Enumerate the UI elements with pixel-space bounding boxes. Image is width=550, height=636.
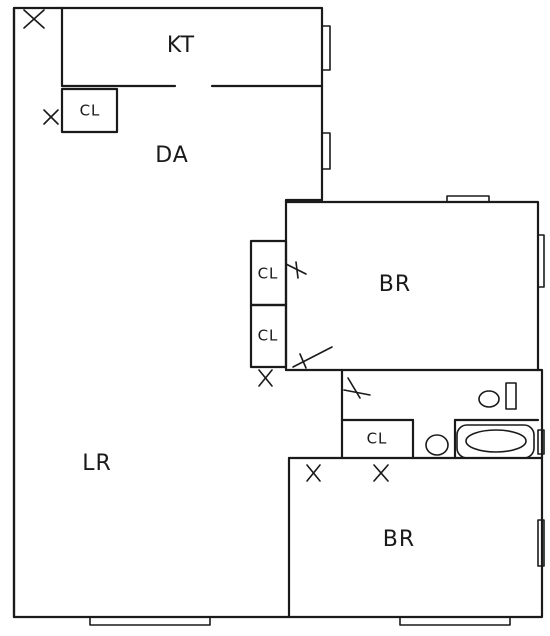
dining-area: DA: [155, 143, 189, 168]
door-swing-mark: [347, 377, 361, 399]
bath-closet-label: CL: [367, 430, 388, 448]
living-room: LR: [82, 451, 112, 476]
window: [89, 616, 211, 626]
bedroom-upper: BR: [284, 200, 540, 372]
bathtub-basin-icon: [465, 429, 527, 453]
bedroom-lower-label: BR: [383, 527, 415, 552]
living-room-label: LR: [82, 451, 112, 476]
toilet-icon: [478, 390, 500, 408]
door-swing-mark: [373, 464, 389, 482]
door-swing-mark: [292, 346, 333, 368]
window: [537, 519, 545, 567]
door-swing-mark: [285, 263, 307, 275]
kitchen-label: KT: [167, 33, 195, 58]
bedroom-lower: BR: [287, 456, 415, 619]
dining-area-label: DA: [155, 143, 189, 168]
kitchen-closet: [60, 87, 119, 134]
window: [321, 132, 331, 170]
hall-closet-lower-label: CL: [258, 327, 279, 345]
hall-closets: CL CL: [249, 239, 288, 387]
toilet-tank-icon: [505, 382, 517, 410]
sink-icon: [425, 434, 449, 456]
bath-area: CL: [340, 368, 544, 460]
door-swing-mark: [299, 353, 307, 369]
window: [399, 616, 511, 626]
door-swing-mark: [258, 369, 273, 387]
window: [446, 195, 490, 203]
kitchen: KT CL: [23, 6, 324, 134]
bedroom-upper-label: BR: [379, 272, 411, 297]
door-swing-mark: [23, 9, 45, 29]
windows: [89, 25, 545, 626]
window: [537, 234, 545, 288]
window: [321, 25, 331, 71]
door-swing-mark: [43, 109, 59, 125]
bath-closet: [341, 419, 414, 459]
hall-closet-lower: [249, 303, 288, 369]
exterior-walls: [12, 6, 544, 619]
bathtub-icon: [456, 424, 535, 459]
hall-closet-upper-label: CL: [258, 265, 279, 283]
kitchen-closet-label: CL: [80, 102, 101, 120]
door-swing-mark: [295, 261, 299, 279]
window: [537, 429, 545, 455]
door-swing-mark: [306, 464, 321, 482]
